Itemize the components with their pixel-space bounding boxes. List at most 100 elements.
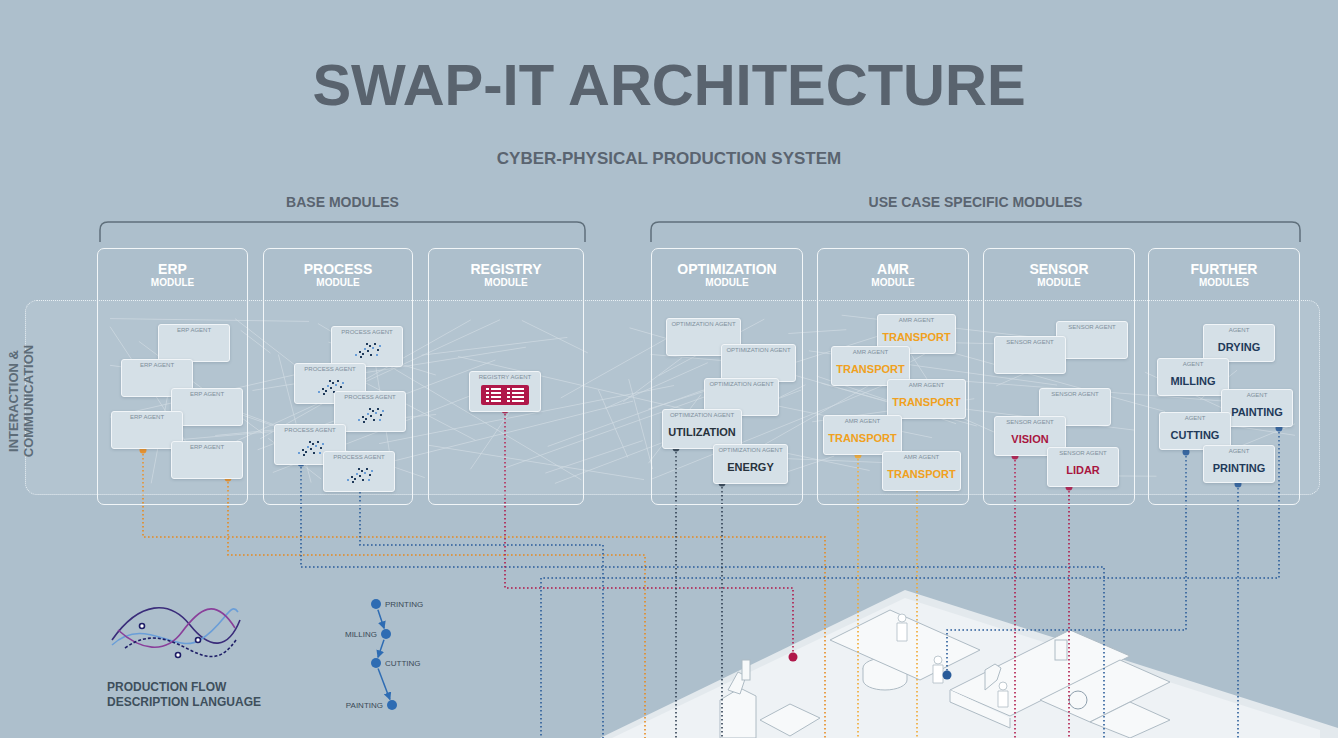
module-box: SENSORMODULESENSOR AGENTSENSOR AGENTSENS… — [983, 248, 1135, 505]
flow-dot — [387, 700, 397, 710]
module-title: ERP — [98, 261, 247, 277]
flow-dot — [381, 629, 391, 639]
flow-step: PRINTING — [371, 599, 427, 609]
process-icon — [352, 339, 382, 359]
agent-card: OPTIMIZATION AGENT ENERGY — [713, 444, 788, 484]
module-title: SENSOR — [984, 261, 1134, 277]
agent-label: PROCESS AGENT — [344, 394, 395, 401]
agent-label: SENSOR AGENT — [1059, 450, 1106, 457]
agent-function: LIDAR — [1066, 464, 1100, 477]
agent-card: AGENT MILLING — [1157, 358, 1229, 396]
flow-arrow — [378, 669, 390, 700]
diagram-title: SWAP-IT ARCHITECTURE — [0, 52, 1338, 118]
caption-label: BASE MODULES — [100, 194, 585, 210]
module-box: REGISTRYMODULE REGISTRY AGENT — [428, 248, 584, 505]
module-subtitle: MODULE — [818, 277, 968, 289]
agent-label: ERP AGENT — [190, 391, 224, 398]
flow-dot — [371, 658, 381, 668]
agent-label: PROCESS AGENT — [341, 329, 392, 336]
agent-label: AGENT — [1229, 448, 1250, 455]
agent-function: MILLING — [1170, 375, 1215, 388]
agent-label: SENSOR AGENT — [1006, 419, 1053, 426]
agent-label: AMR AGENT — [904, 454, 939, 461]
module-title: OPTIMIZATION — [652, 261, 802, 277]
module-title: PROCESS — [264, 261, 412, 277]
agent-label: PROCESS AGENT — [284, 427, 335, 434]
agent-label: OPTIMIZATION AGENT — [726, 347, 790, 354]
agent-label: OPTIMIZATION AGENT — [718, 447, 782, 454]
module-subtitle: MODULE — [98, 277, 247, 289]
agent-card: PROCESS AGENT — [331, 326, 403, 367]
agent-function: PRINTING — [1213, 462, 1266, 475]
agent-label: ERP AGENT — [140, 362, 174, 369]
agent-label: SENSOR AGENT — [1068, 324, 1115, 331]
caption-label: CYBER-PHYSICAL PRODUCTION SYSTEM — [0, 149, 1338, 169]
module-subtitle: MODULES — [1149, 277, 1299, 289]
agent-label: AGENT — [1229, 327, 1250, 334]
agent-function: PAINTING — [1231, 406, 1283, 419]
agent-function: UTILIZATION — [668, 426, 736, 439]
wire-dot — [140, 407, 1283, 680]
agent-function: DRYING — [1218, 341, 1260, 354]
module-title: AMR — [818, 261, 968, 277]
module-subtitle: MODULE — [984, 277, 1134, 289]
flow-arrow — [378, 640, 384, 658]
agent-label: AGENT — [1247, 392, 1268, 399]
agent-card: OPTIMIZATION AGENT UTILIZATION — [662, 409, 742, 449]
agent-label: PROCESS AGENT — [304, 366, 355, 373]
module-box: PROCESSMODULEPROCESS AGENTPROCESS AGENTP… — [263, 248, 413, 505]
agent-card: AGENT PAINTING — [1221, 389, 1293, 427]
agent-card: ERP AGENT — [158, 324, 230, 362]
agent-card: REGISTRY AGENT — [469, 371, 541, 412]
flow-step: MILLING — [341, 629, 391, 639]
caption-label: USE CASE SPECIFIC MODULES — [651, 194, 1300, 210]
agent-card: SENSOR AGENT LIDAR — [1047, 447, 1119, 487]
module-box: AMRMODULE AMR AGENT TRANSPORT AMR AGENT TRAN… — [817, 248, 969, 505]
pfdl-logo — [112, 608, 240, 658]
flow-dot — [371, 599, 381, 609]
agent-card: AMR AGENT TRANSPORT — [887, 379, 966, 419]
band-label: INTERACTION & COMMUNICATION — [6, 331, 36, 471]
agent-label: REGISTRY AGENT — [479, 374, 531, 381]
module-box: FURTHERMODULESAGENTDRYINGAGENTMILLINGAGE… — [1148, 248, 1300, 505]
agent-label: ERP AGENT — [130, 414, 164, 421]
process-icon — [295, 437, 325, 457]
factory-illustration — [600, 590, 1338, 738]
agent-label: SENSOR AGENT — [1006, 339, 1053, 346]
agent-function: VISION — [1011, 433, 1048, 446]
module-title: REGISTRY — [429, 261, 583, 277]
agent-card: SENSOR AGENT — [1056, 321, 1128, 359]
registry-icon — [481, 385, 529, 405]
flow-step: CUTTING — [371, 658, 425, 668]
module-subtitle: MODULE — [652, 277, 802, 289]
flow-step: PAINTING — [342, 700, 397, 710]
flow-step-label: MILLING — [345, 630, 377, 639]
module-box: ERPMODULEERP AGENTERP AGENTERP AGENTERP … — [97, 248, 248, 505]
agent-card: AGENT PRINTING — [1203, 445, 1275, 483]
caption-label: PRODUCTION FLOW DESCRIPTION LANGUAGE — [107, 680, 267, 710]
module-title: FURTHER — [1149, 261, 1299, 277]
flow-step-label: PRINTING — [385, 600, 423, 609]
agent-function: ENERGY — [727, 461, 773, 474]
agent-label: AMR AGENT — [845, 418, 880, 425]
flow-step-label: PAINTING — [346, 701, 383, 710]
agent-label: OPTIMIZATION AGENT — [670, 412, 734, 419]
agent-label: AGENT — [1183, 361, 1204, 368]
agent-label: AMR AGENT — [909, 382, 944, 389]
agent-card: AMR AGENT TRANSPORT — [882, 451, 961, 491]
flow-arrow — [378, 610, 384, 629]
agent-label: OPTIMIZATION AGENT — [671, 321, 735, 328]
agent-label: PROCESS AGENT — [333, 454, 384, 461]
agent-card: OPTIMIZATION AGENT — [721, 344, 796, 382]
agent-card: AMR AGENTTRANSPORT — [823, 415, 902, 455]
agent-card: AGENT DRYING — [1203, 324, 1275, 362]
module-subtitle: MODULE — [429, 277, 583, 289]
agent-function: TRANSPORT — [892, 396, 960, 409]
agent-card: SENSOR AGENT — [994, 336, 1066, 374]
flow-step-label: CUTTING — [385, 659, 421, 668]
agent-label: ERP AGENT — [190, 444, 224, 451]
process-icon — [355, 404, 385, 424]
agent-function: TRANSPORT — [887, 468, 955, 481]
agent-card: PROCESS AGENT — [323, 451, 395, 492]
agent-function: TRANSPORT — [882, 331, 950, 344]
